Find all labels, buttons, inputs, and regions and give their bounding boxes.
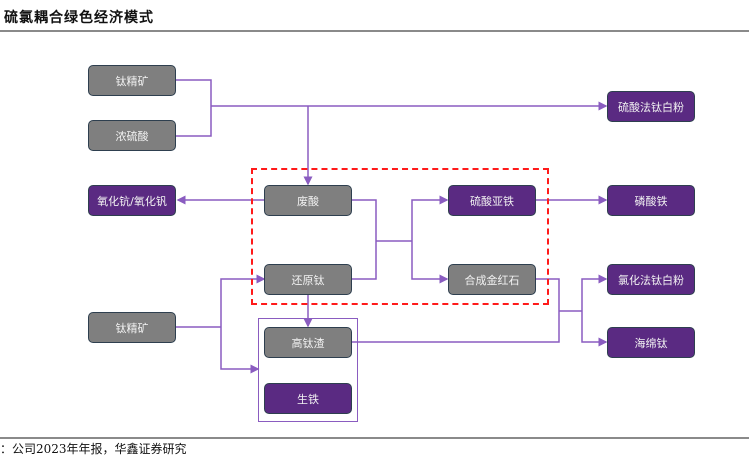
node-conc-sulfuric-acid: 浓硫酸: [88, 120, 176, 151]
node-iron-phosphate: 磷酸铁: [607, 185, 695, 216]
line-hub-to-rutile: [411, 241, 449, 284]
node-chloride-tio2: 氯化法钛白粉: [607, 264, 695, 295]
line-waste-acid-to-hub: [352, 199, 377, 241]
line-ilmenite1-to-merge: [176, 79, 212, 106]
figure-title: 硫氯耦合绿色经济模式: [4, 10, 154, 26]
node-ilmenite-2: 钛精矿: [88, 312, 176, 343]
node-sulfate-tio2: 硫酸法钛白粉: [607, 91, 695, 122]
line-split-to-reduced-ti: [220, 274, 266, 327]
line-reduced-ti-to-hub: [352, 241, 377, 280]
slag-iron-group: [258, 318, 358, 422]
node-ilmenite-1: 钛精矿: [88, 65, 176, 96]
node-waste-acid: 废酸: [264, 185, 352, 216]
node-scandium-vanadium-oxide: 氧化钪/氧化钒: [88, 185, 176, 216]
line-acid-to-merge: [176, 106, 212, 137]
node-reduced-titanium: 还原钛: [264, 264, 352, 295]
line-to-chloride-tio2: [581, 274, 608, 311]
node-ferrous-sulfate: 硫酸亚铁: [448, 185, 536, 216]
line-hub-to-ferrous-sulfate: [411, 195, 449, 241]
line-slag-to-merge: [352, 311, 560, 343]
highlight-region: [251, 168, 549, 305]
node-pig-iron: 生铁: [264, 383, 352, 414]
line-rutile-to-merge: [536, 278, 560, 311]
node-high-ti-slag: 高钛渣: [264, 327, 352, 358]
node-sponge-titanium: 海绵钛: [607, 327, 695, 358]
line-split-to-group: [220, 327, 260, 374]
node-synthetic-rutile: 合成金红石: [448, 264, 536, 295]
source-note: ：公司2023年年报，华鑫证券研究: [0, 442, 187, 456]
line-to-sponge-ti: [581, 311, 608, 347]
bottom-rule: [0, 437, 749, 439]
top-rule: [0, 30, 749, 32]
